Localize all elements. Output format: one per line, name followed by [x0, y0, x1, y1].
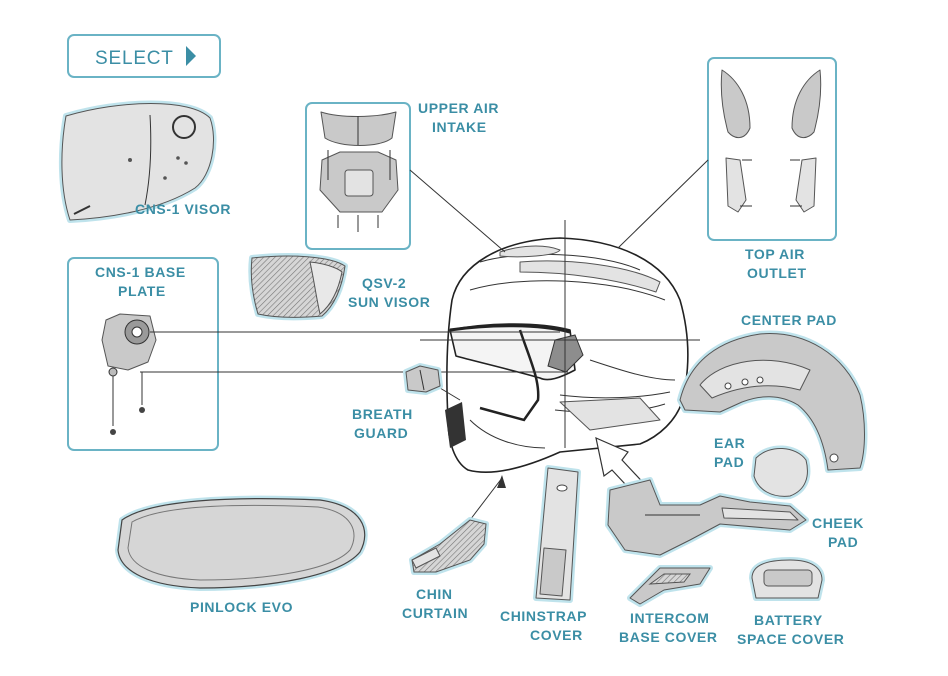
- label-chin-curtain: CHIN CURTAIN: [402, 586, 468, 621]
- label-ear-pad: EAR PAD: [714, 435, 750, 470]
- label-chinstrap-cover: CHINSTRAP COVER: [500, 608, 591, 643]
- label-top-air-outlet: TOP AIR OUTLET: [745, 246, 809, 281]
- label-qsv2-sun-visor: QSV-2 SUN VISOR: [348, 275, 430, 310]
- part-breath-guard[interactable]: [403, 363, 443, 395]
- helmet-illustration: [420, 220, 700, 473]
- part-battery-space-cover[interactable]: [749, 557, 825, 601]
- select-button-label: SELECT: [95, 48, 174, 69]
- part-ear-pad[interactable]: [751, 445, 811, 500]
- part-chin-curtain[interactable]: [409, 517, 489, 575]
- label-cns1-base-plate: CNS-1 BASE PLATE: [95, 264, 190, 299]
- part-cns1-visor[interactable]: [58, 100, 217, 223]
- label-cns1-visor: CNS-1 VISOR: [135, 201, 231, 217]
- select-button[interactable]: SELECT: [67, 34, 221, 78]
- part-chinstrap-cover[interactable]: [533, 465, 581, 603]
- part-top-air-outlet-panel[interactable]: [707, 57, 837, 241]
- label-pinlock-evo: PINLOCK EVO: [190, 599, 293, 615]
- label-intercom-base-cover: INTERCOM BASE COVER: [619, 610, 718, 645]
- label-breath-guard: BREATH GUARD: [352, 406, 417, 441]
- part-qsv2-sun-visor[interactable]: [248, 253, 348, 321]
- label-upper-air-intake: UPPER AIR INTAKE: [418, 100, 504, 135]
- label-center-pad: CENTER PAD: [741, 312, 837, 328]
- play-arrow-icon: [186, 46, 196, 66]
- part-cheek-pad[interactable]: [605, 477, 809, 558]
- part-center-pad[interactable]: [677, 330, 868, 473]
- part-pinlock-evo[interactable]: [115, 495, 368, 591]
- label-battery-space-cover: BATTERY SPACE COVER: [737, 612, 844, 647]
- part-cns1-base-plate-panel[interactable]: [67, 257, 219, 451]
- leader-lines: [140, 159, 709, 521]
- part-intercom-base-cover[interactable]: [627, 565, 713, 607]
- part-upper-air-intake-panel[interactable]: [305, 102, 411, 250]
- label-cheek-pad: CHEEK PAD: [812, 515, 869, 550]
